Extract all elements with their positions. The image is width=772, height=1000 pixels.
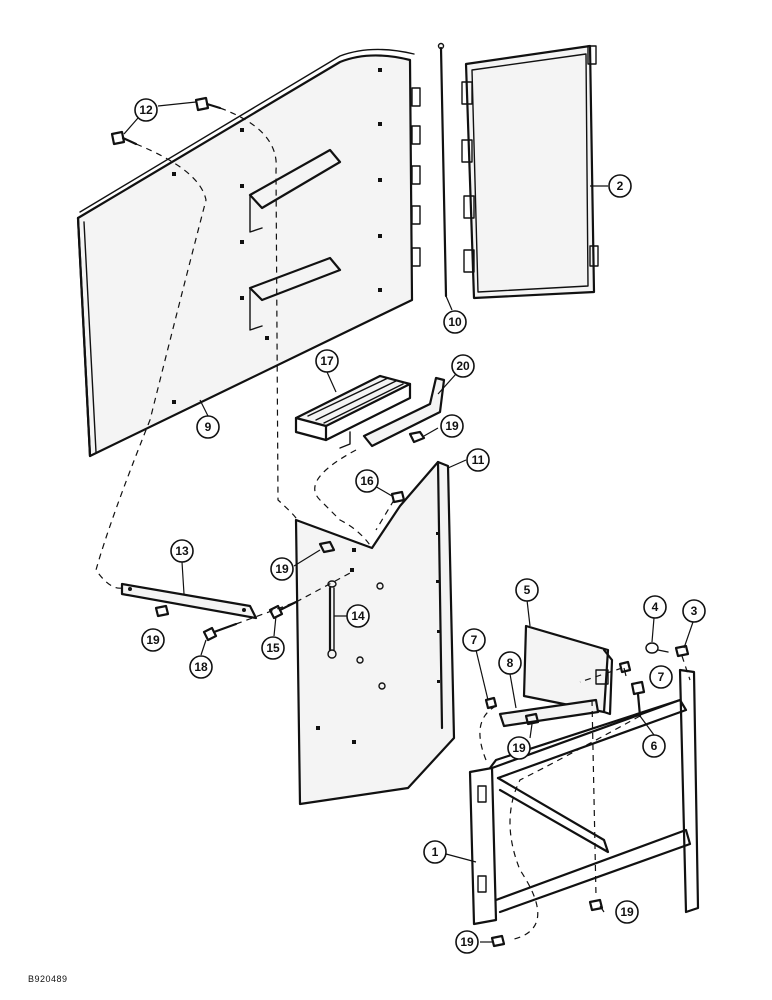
callout-3: 3: [682, 599, 706, 623]
callout-19-step: 19: [440, 414, 464, 438]
bracket-plate-part-5: [522, 624, 614, 716]
callout-19-bracket: 19: [507, 736, 531, 760]
svg-text:2: 2: [617, 179, 624, 193]
svg-text:19: 19: [275, 562, 289, 576]
svg-text:19: 19: [460, 935, 474, 949]
step-frame-part-1: [468, 668, 700, 926]
svg-text:1: 1: [432, 845, 439, 859]
svg-text:17: 17: [320, 354, 334, 368]
svg-text:20: 20: [456, 359, 470, 373]
bolts-part-12: [110, 96, 222, 146]
callout-1: 1: [423, 840, 447, 864]
callout-17: 17: [315, 349, 339, 373]
callout-14: 14: [346, 604, 370, 628]
callout-12: 12: [134, 98, 158, 122]
step-bracket-part-20: [362, 376, 446, 448]
svg-text:3: 3: [691, 604, 698, 618]
callout-13: 13: [170, 539, 194, 563]
svg-text:16: 16: [360, 474, 374, 488]
callout-9: 9: [196, 415, 220, 439]
svg-text:19: 19: [620, 905, 634, 919]
svg-text:15: 15: [266, 641, 280, 655]
door-panel-part-2: [461, 44, 599, 300]
callout-7-left: 7: [462, 628, 486, 652]
callout-19-frame-bottom: 19: [455, 930, 479, 954]
callout-19-strap: 19: [141, 628, 165, 652]
callout-20: 20: [451, 354, 475, 378]
callout-4: 4: [643, 595, 667, 619]
svg-text:8: 8: [507, 656, 514, 670]
callout-11: 11: [466, 448, 490, 472]
support-strap-part-13: [120, 582, 258, 620]
callout-bubbles: 12 2 10 9 17 20 19 16 11 13 19 14 15 18 …: [134, 98, 706, 954]
svg-text:11: 11: [472, 453, 485, 467]
hardware-items: [154, 430, 690, 948]
callout-16: 16: [355, 469, 379, 493]
callout-18: 18: [189, 655, 213, 679]
svg-text:14: 14: [351, 609, 365, 623]
svg-text:19: 19: [146, 633, 160, 647]
mounting-plate-part-11: [294, 460, 456, 806]
svg-text:18: 18: [194, 660, 208, 674]
svg-text:13: 13: [175, 544, 189, 558]
svg-text:19: 19: [512, 741, 526, 755]
svg-text:7: 7: [471, 633, 478, 647]
callout-6: 6: [642, 734, 666, 758]
callout-10: 10: [443, 310, 467, 334]
step-tread-part-17: [294, 374, 412, 449]
callout-15: 15: [261, 636, 285, 660]
callout-8: 8: [498, 651, 522, 675]
callout-19-frame-right: 19: [615, 900, 639, 924]
angle-bracket-part-8: [498, 698, 600, 728]
svg-text:7: 7: [658, 670, 665, 684]
assembly-guide-lines: [95, 107, 691, 941]
callout-19-plate: 19: [270, 557, 294, 581]
svg-text:10: 10: [448, 315, 462, 329]
callout-2: 2: [608, 174, 632, 198]
svg-text:9: 9: [205, 420, 212, 434]
svg-text:6: 6: [651, 739, 658, 753]
lanyard-part-14: [327, 580, 337, 659]
document-id: B920489: [28, 974, 68, 984]
svg-text:19: 19: [445, 419, 459, 433]
hinge-pin-part-10: [437, 42, 448, 298]
svg-text:12: 12: [139, 103, 153, 117]
svg-text:4: 4: [652, 600, 659, 614]
callout-5: 5: [515, 578, 539, 602]
side-panel-part-9: [76, 48, 421, 458]
svg-text:5: 5: [524, 583, 531, 597]
callout-7-right: 7: [649, 665, 673, 689]
